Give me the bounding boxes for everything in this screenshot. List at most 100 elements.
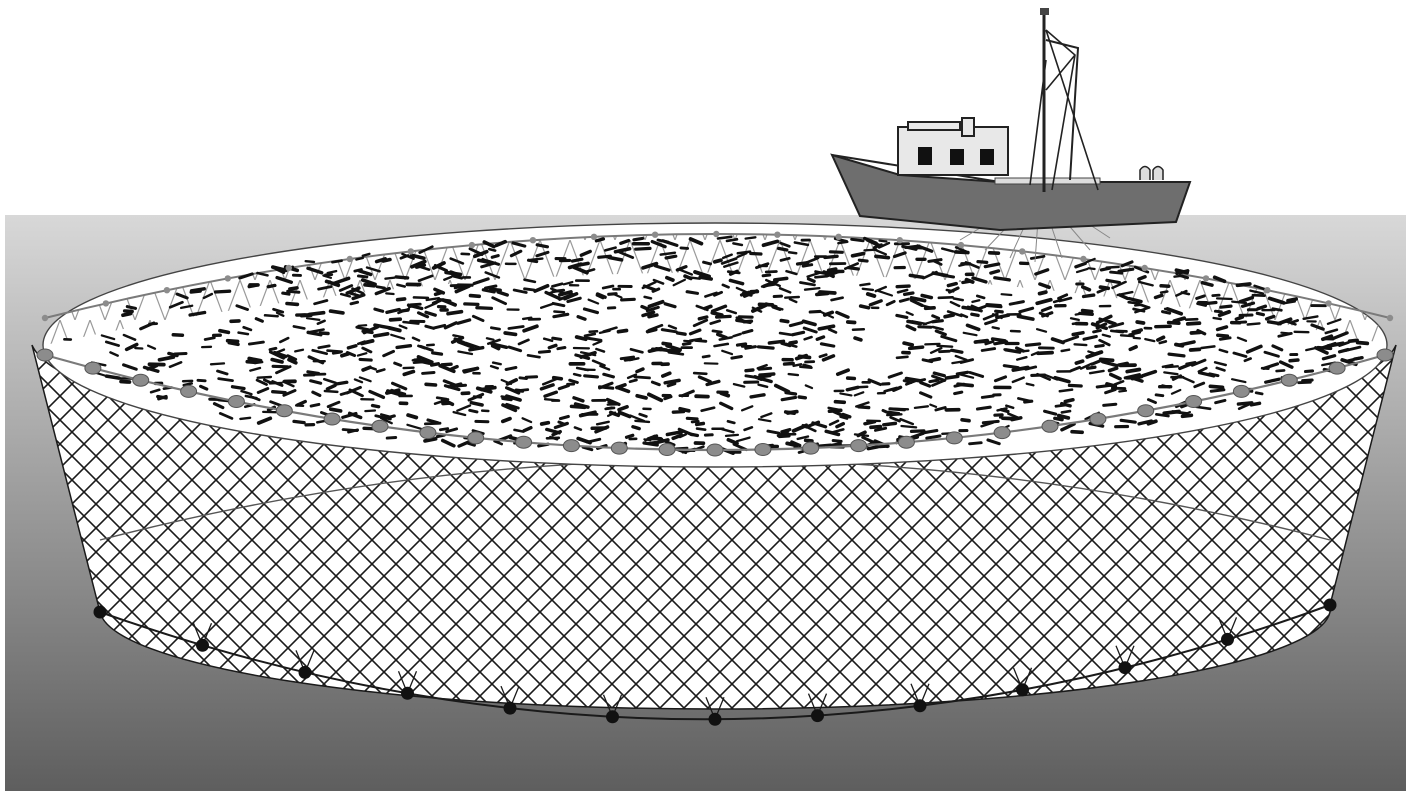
- fish-mark: [996, 311, 1003, 312]
- fish-mark: [365, 285, 374, 286]
- fish-mark: [1127, 370, 1139, 372]
- fish-mark: [1290, 360, 1298, 361]
- fish-mark: [1238, 284, 1250, 285]
- fish-mark: [127, 307, 135, 309]
- fish-mark: [648, 330, 656, 332]
- fish-mark: [810, 311, 820, 312]
- fish-mark: [294, 421, 304, 422]
- fish-mark: [942, 275, 954, 277]
- fish-mark: [1350, 340, 1358, 341]
- fish-mark: [525, 289, 535, 290]
- fish-mark: [1236, 317, 1242, 319]
- fish-mark: [794, 364, 801, 366]
- fish-mark: [427, 345, 434, 346]
- fish-mark: [554, 312, 564, 313]
- fish-mark: [972, 314, 978, 315]
- fish-mark: [1139, 277, 1145, 279]
- fish-mark: [637, 369, 643, 372]
- fish-mark: [531, 259, 543, 260]
- fish-mark: [876, 256, 889, 257]
- fish-mark: [1191, 332, 1200, 333]
- fish-mark: [800, 356, 810, 357]
- fish-mark: [539, 351, 549, 352]
- stern-bollard: [1140, 167, 1150, 181]
- lead-sinker: [606, 710, 619, 723]
- fish-mark: [902, 426, 917, 427]
- fish-mark: [963, 307, 976, 309]
- fish-mark: [432, 364, 439, 365]
- fish-mark: [636, 248, 650, 249]
- float-buoy: [1377, 349, 1393, 361]
- fish-mark: [1156, 295, 1162, 297]
- fish-mark: [1076, 361, 1082, 363]
- fish-mark: [470, 348, 483, 350]
- fish-mark: [1281, 333, 1289, 334]
- fish-mark: [982, 396, 993, 397]
- fish-mark: [627, 435, 633, 437]
- fish-mark: [408, 415, 416, 417]
- float-buoy: [85, 362, 101, 374]
- fish-mark: [1133, 377, 1142, 379]
- fish-mark: [806, 440, 812, 441]
- fish-mark: [558, 348, 565, 349]
- fish-mark: [1071, 318, 1079, 320]
- float-buoy: [133, 374, 149, 386]
- fish-mark: [1220, 338, 1230, 340]
- fish-mark: [825, 312, 833, 315]
- fish-mark: [443, 403, 449, 404]
- fish-mark: [404, 322, 419, 324]
- fish-mark: [451, 367, 457, 370]
- float-buoy: [228, 396, 244, 408]
- fish-mark: [1202, 283, 1212, 286]
- float-buoy: [468, 432, 484, 444]
- fish-mark: [865, 250, 877, 251]
- fish-mark: [585, 376, 598, 377]
- fish-mark: [451, 272, 458, 275]
- stern-bollard: [1153, 167, 1163, 181]
- fish-mark: [692, 421, 698, 422]
- fish-mark: [503, 419, 510, 422]
- fish-mark: [780, 436, 790, 437]
- fish-mark: [909, 248, 924, 249]
- fish-mark: [391, 319, 401, 320]
- fish-mark: [505, 333, 515, 334]
- fish-mark: [288, 291, 299, 292]
- fish-mark: [865, 422, 875, 424]
- fish-mark: [728, 421, 734, 423]
- fish-mark: [905, 293, 913, 294]
- float-buoy: [42, 315, 48, 321]
- float-buoy: [530, 237, 536, 243]
- fish-mark: [848, 322, 855, 323]
- fish-mark: [785, 297, 799, 298]
- fish-mark: [789, 252, 796, 253]
- mast-top: [1040, 8, 1049, 15]
- lead-sinker: [1016, 683, 1029, 696]
- fish-mark: [205, 338, 214, 340]
- fish-mark: [751, 254, 761, 255]
- fish-mark: [785, 364, 794, 365]
- fish-mark: [746, 347, 756, 349]
- fish-mark: [859, 260, 867, 261]
- fish-mark: [572, 259, 582, 261]
- fish-mark: [1137, 322, 1143, 323]
- float-buoy: [774, 232, 780, 238]
- fish-mark: [491, 328, 499, 329]
- fish-mark: [377, 287, 384, 288]
- fish-mark: [1303, 380, 1312, 381]
- fish-mark: [258, 377, 271, 378]
- fish-mark: [609, 258, 622, 260]
- fish-mark: [766, 272, 776, 273]
- fish-mark: [356, 258, 362, 260]
- lead-sinker: [1324, 599, 1337, 612]
- fish-mark: [930, 380, 938, 382]
- fish-mark: [479, 260, 491, 263]
- fish-mark: [713, 331, 721, 332]
- fish-mark: [704, 262, 711, 264]
- fish-mark: [1130, 347, 1136, 350]
- fish-mark: [325, 391, 337, 392]
- fish-mark: [1221, 306, 1231, 307]
- float-buoy: [103, 300, 109, 306]
- fish-mark: [331, 409, 341, 411]
- fish-mark: [1088, 367, 1095, 368]
- fish-mark: [493, 346, 499, 349]
